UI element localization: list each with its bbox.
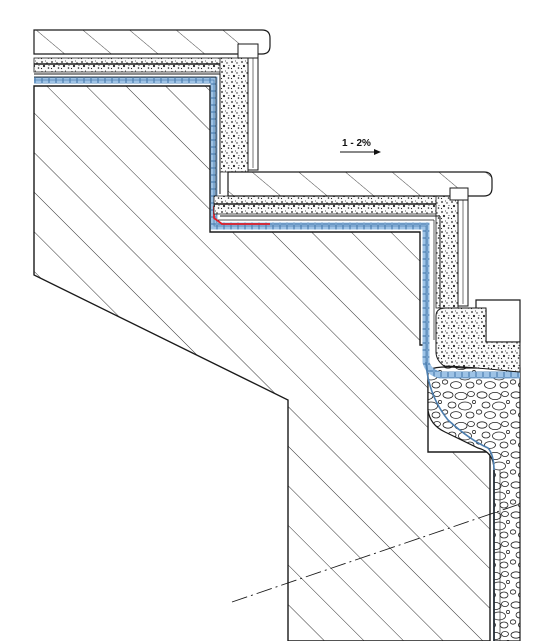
middle-step-buildup	[213, 171, 493, 340]
slope-label: 1 - 2%	[342, 138, 371, 149]
slope-annotation: 1 - 2%	[340, 138, 381, 155]
gravel-drainage-fill	[427, 366, 521, 641]
upper-step-buildup	[33, 29, 271, 200]
concrete-stair-body	[33, 85, 491, 641]
landing-buildup	[435, 299, 521, 641]
waterproof-membrane	[34, 76, 520, 641]
arrow-right-icon	[340, 149, 381, 155]
